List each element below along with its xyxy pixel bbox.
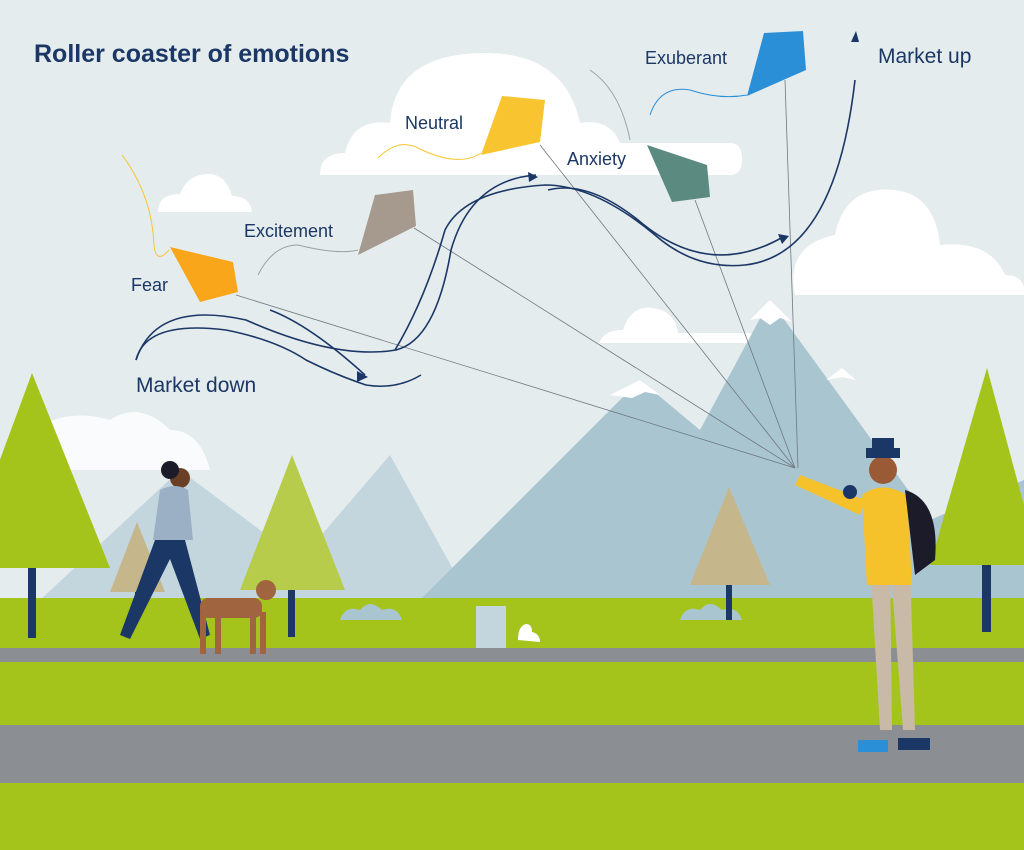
road bbox=[0, 725, 1024, 783]
kite-label-anxiety: Anxiety bbox=[567, 149, 627, 169]
lower-grass bbox=[0, 662, 1024, 725]
man-flying-kites bbox=[795, 438, 936, 752]
kite-excitement bbox=[358, 190, 416, 255]
arrow-heads bbox=[357, 31, 859, 382]
kites bbox=[170, 31, 806, 302]
sidewalk bbox=[0, 648, 1024, 662]
kite-exuberant bbox=[747, 31, 806, 96]
page-title: Roller coaster of emotions bbox=[34, 40, 350, 68]
trash-can bbox=[476, 606, 506, 648]
kite-neutral bbox=[481, 96, 545, 155]
kite-label-fear: Fear bbox=[131, 275, 169, 295]
kite-label-exuberant: Exuberant bbox=[645, 48, 728, 68]
upper-grass bbox=[0, 598, 1024, 650]
kite-label-excitement: Excitement bbox=[244, 221, 334, 241]
market-down-label: Market down bbox=[136, 374, 257, 397]
kite-label-neutral: Neutral bbox=[405, 113, 464, 133]
kite-tails bbox=[121, 69, 748, 276]
kite-strings bbox=[235, 79, 799, 469]
market-up-label: Market up bbox=[878, 45, 972, 68]
seagull bbox=[518, 624, 540, 642]
bottom-grass bbox=[0, 783, 1024, 850]
trees bbox=[0, 368, 1024, 638]
dog bbox=[200, 580, 276, 654]
market-arrows bbox=[135, 79, 856, 388]
kite-anxiety bbox=[647, 145, 710, 202]
kite-fear bbox=[170, 247, 238, 302]
woman-walking bbox=[120, 461, 210, 639]
